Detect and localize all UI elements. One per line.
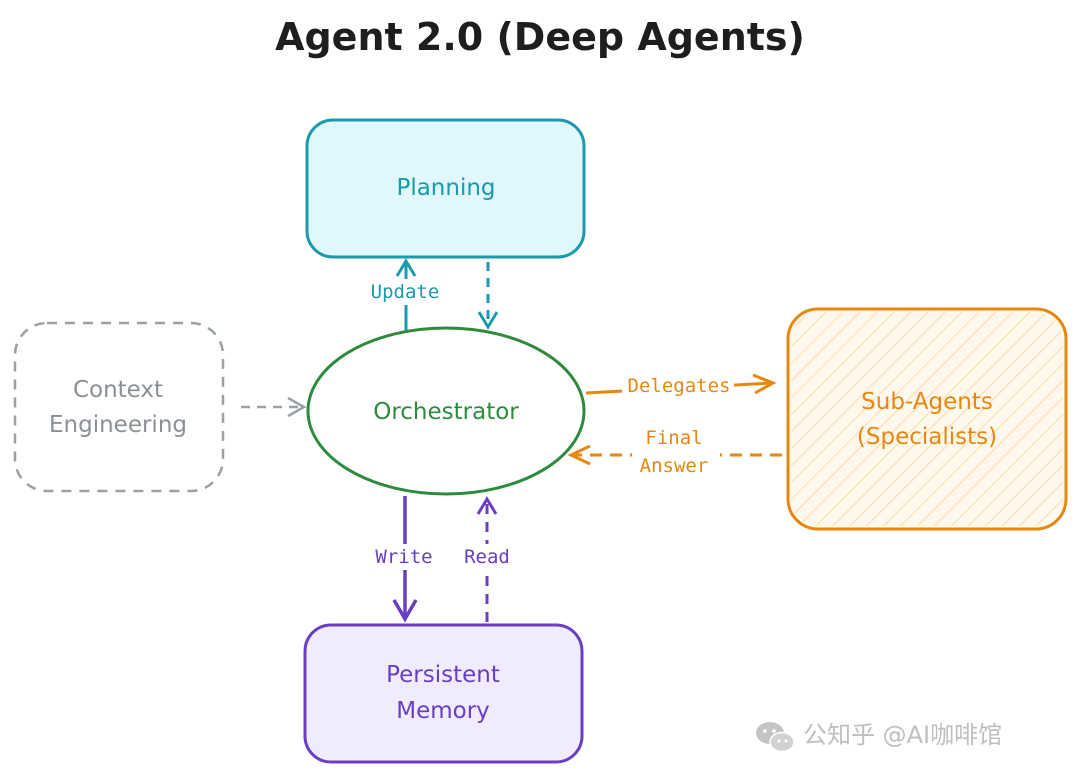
write-edge: Write (369, 496, 441, 623)
update-label: Update (371, 281, 440, 303)
write-arrowhead (392, 599, 418, 623)
read-edge: Read (457, 496, 519, 622)
watermark: 公知乎 @AI咖啡馆 (756, 721, 1002, 753)
context-engineering-box (13, 321, 225, 493)
orchestrator-label: Orchestrator (373, 399, 519, 425)
plan-feedback-arrowhead (477, 311, 499, 330)
sub-agents-label-line2: (Specialists) (857, 424, 997, 450)
sub-agents-hatch (791, 312, 1063, 526)
delegates-arrowhead (752, 373, 777, 395)
context-edge (241, 396, 307, 418)
update-arrowhead (395, 258, 417, 277)
final-answer-label-line1: Final (645, 427, 702, 449)
sub-agents-node: Sub-Agents (Specialists) (786, 307, 1068, 531)
read-label-bg (457, 544, 519, 570)
orchestrator-ellipse (306, 326, 586, 496)
memory-box (303, 623, 584, 764)
orchestrator-node: Orchestrator (306, 326, 586, 496)
update-label-bg (363, 279, 447, 305)
context-engineering-node: Context Engineering (13, 321, 225, 493)
planning-box (305, 118, 586, 259)
write-label-bg (369, 544, 441, 570)
context-label-line1: Context (73, 377, 163, 403)
plan-feedback-edge (477, 262, 499, 330)
sub-agents-label-line1: Sub-Agents (861, 389, 993, 415)
final-answer-label-bg (632, 425, 720, 477)
planning-label: Planning (396, 175, 495, 201)
read-arrowhead (476, 496, 498, 515)
diagram-title: Agent 2.0 (Deep Agents) (275, 15, 805, 59)
memory-node: Persistent Memory (303, 623, 584, 764)
final-answer-arrowhead (567, 444, 591, 466)
write-label: Write (375, 546, 432, 568)
final-answer-edge: Final Answer (567, 425, 782, 477)
delegates-label-bg (622, 374, 734, 398)
read-label: Read (464, 546, 510, 568)
update-edge: Update (363, 258, 447, 330)
delegates-label: Delegates (628, 375, 731, 397)
delegates-edge: Delegates (585, 373, 777, 398)
wechat-icon (756, 722, 795, 753)
planning-node: Planning (305, 118, 586, 259)
memory-label-line2: Memory (396, 698, 490, 724)
context-arrowhead (287, 396, 307, 418)
final-answer-label-line2: Answer (640, 455, 709, 477)
context-label-line2: Engineering (49, 412, 187, 438)
memory-label-line1: Persistent (386, 662, 500, 688)
watermark-text: 公知乎 @AI咖啡馆 (803, 721, 1002, 749)
